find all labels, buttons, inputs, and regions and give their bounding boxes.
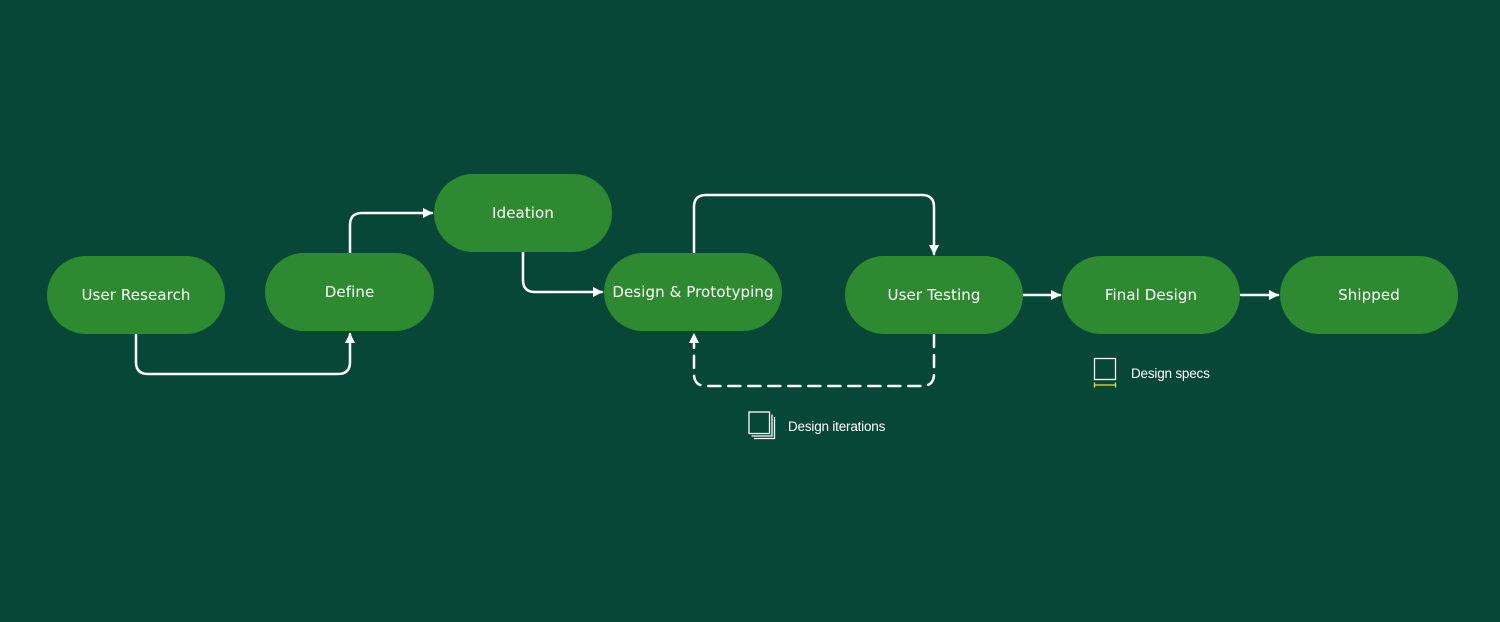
edge-design-prototyping-to-user-testing: [692, 193, 939, 256]
edge-iteration-loop: [689, 332, 936, 388]
node-user-research: User Research: [47, 256, 225, 334]
node-final-design: Final Design: [1062, 256, 1240, 334]
node-shipped: Shipped: [1280, 256, 1458, 334]
stacked-pages-icon: [748, 411, 776, 440]
annotation-design-iterations: Design iterations: [748, 411, 885, 441]
annotation-design-specs: Design specs: [1093, 357, 1210, 389]
annotation-design-specs-label: Design specs: [1131, 365, 1210, 381]
annotation-design-iterations-label: Design iterations: [788, 418, 886, 434]
spec-frame-icon: [1093, 357, 1117, 388]
edge-user-research-to-define: [134, 332, 355, 376]
edge-define-to-ideation: [348, 208, 434, 255]
edge-ideation-to-design-prototyping: [521, 250, 604, 297]
node-design-prototyping: Design & Prototyping: [604, 253, 782, 331]
node-define: Define: [265, 253, 434, 331]
node-user-testing: User Testing: [845, 256, 1023, 334]
node-ideation: Ideation: [434, 174, 612, 252]
